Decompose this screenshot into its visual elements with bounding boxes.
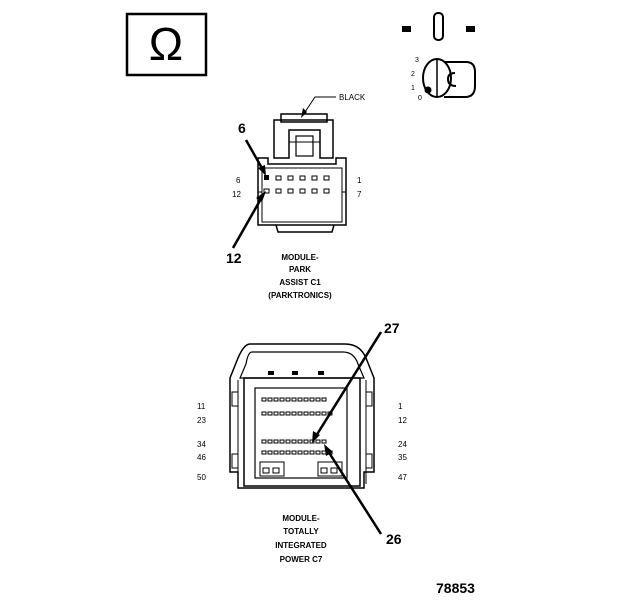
c1-row-label-left-top: 6 (236, 176, 241, 185)
c1-caption-line-3: ASSIST C1 (279, 278, 321, 287)
c7-caption-line-4: POWER C7 (280, 555, 323, 564)
c1-caption-line-1: MODULE- (281, 253, 319, 262)
c7-left-label-11: 11 (197, 402, 206, 411)
c7-cavity-row-4 (261, 450, 333, 455)
c7-caption-line-3: INTEGRATED (275, 541, 327, 550)
c1-caption-line-4: (PARKTRONICS) (268, 291, 332, 300)
c7-callout-27: 27 (384, 320, 400, 336)
ignition-position-0: 0 (418, 95, 422, 102)
c7-cavity-row-5 (259, 461, 343, 477)
c7-caption-line-2: TOTALLY (283, 527, 319, 536)
c7-callout-26: 26 (386, 531, 402, 547)
c1-callout-12: 12 (226, 250, 242, 266)
ignition-position-3: 3 (415, 57, 419, 64)
connector-color-label: BLACK (339, 93, 366, 102)
c7-cavity-row-1 (261, 397, 327, 402)
c1-caption-line-2: PARK (289, 265, 311, 274)
c7-right-label-24: 24 (398, 440, 407, 449)
c1-cavity-row-1 (264, 175, 330, 181)
c7-cavity-row-2 (261, 411, 333, 416)
c1-cavity-row-2 (263, 188, 330, 194)
c7-caption-line-1: MODULE- (282, 514, 320, 523)
connector-c1: BLACK (226, 93, 366, 300)
c1-row-label-right-top: 1 (357, 176, 362, 185)
ohmmeter-icon: Ω (125, 12, 208, 77)
c1-callout-6: 6 (238, 120, 246, 136)
c7-left-label-46: 46 (197, 453, 206, 462)
c1-row-label-right-bottom: 7 (357, 190, 362, 199)
ignition-key-icon: 3 2 1 0 (402, 12, 476, 102)
c7-left-label-23: 23 (197, 416, 206, 425)
c1-row-label-left-bottom: 12 (232, 190, 241, 199)
c7-right-label-47: 47 (398, 473, 407, 482)
c7-cavity-row-3 (261, 439, 327, 444)
connector-c7: 11 23 34 46 50 1 12 24 35 47 27 26 MODUL… (197, 320, 407, 564)
c7-left-label-34: 34 (197, 440, 206, 449)
c7-right-label-1: 1 (398, 402, 403, 411)
c7-right-label-35: 35 (398, 453, 407, 462)
figure-number: 78853 (436, 580, 475, 596)
ignition-position-1: 1 (411, 85, 415, 92)
c7-right-label-12: 12 (398, 416, 407, 425)
ohm-symbol: Ω (149, 18, 183, 70)
c7-left-label-50: 50 (197, 473, 206, 482)
ignition-position-2: 2 (411, 71, 415, 78)
